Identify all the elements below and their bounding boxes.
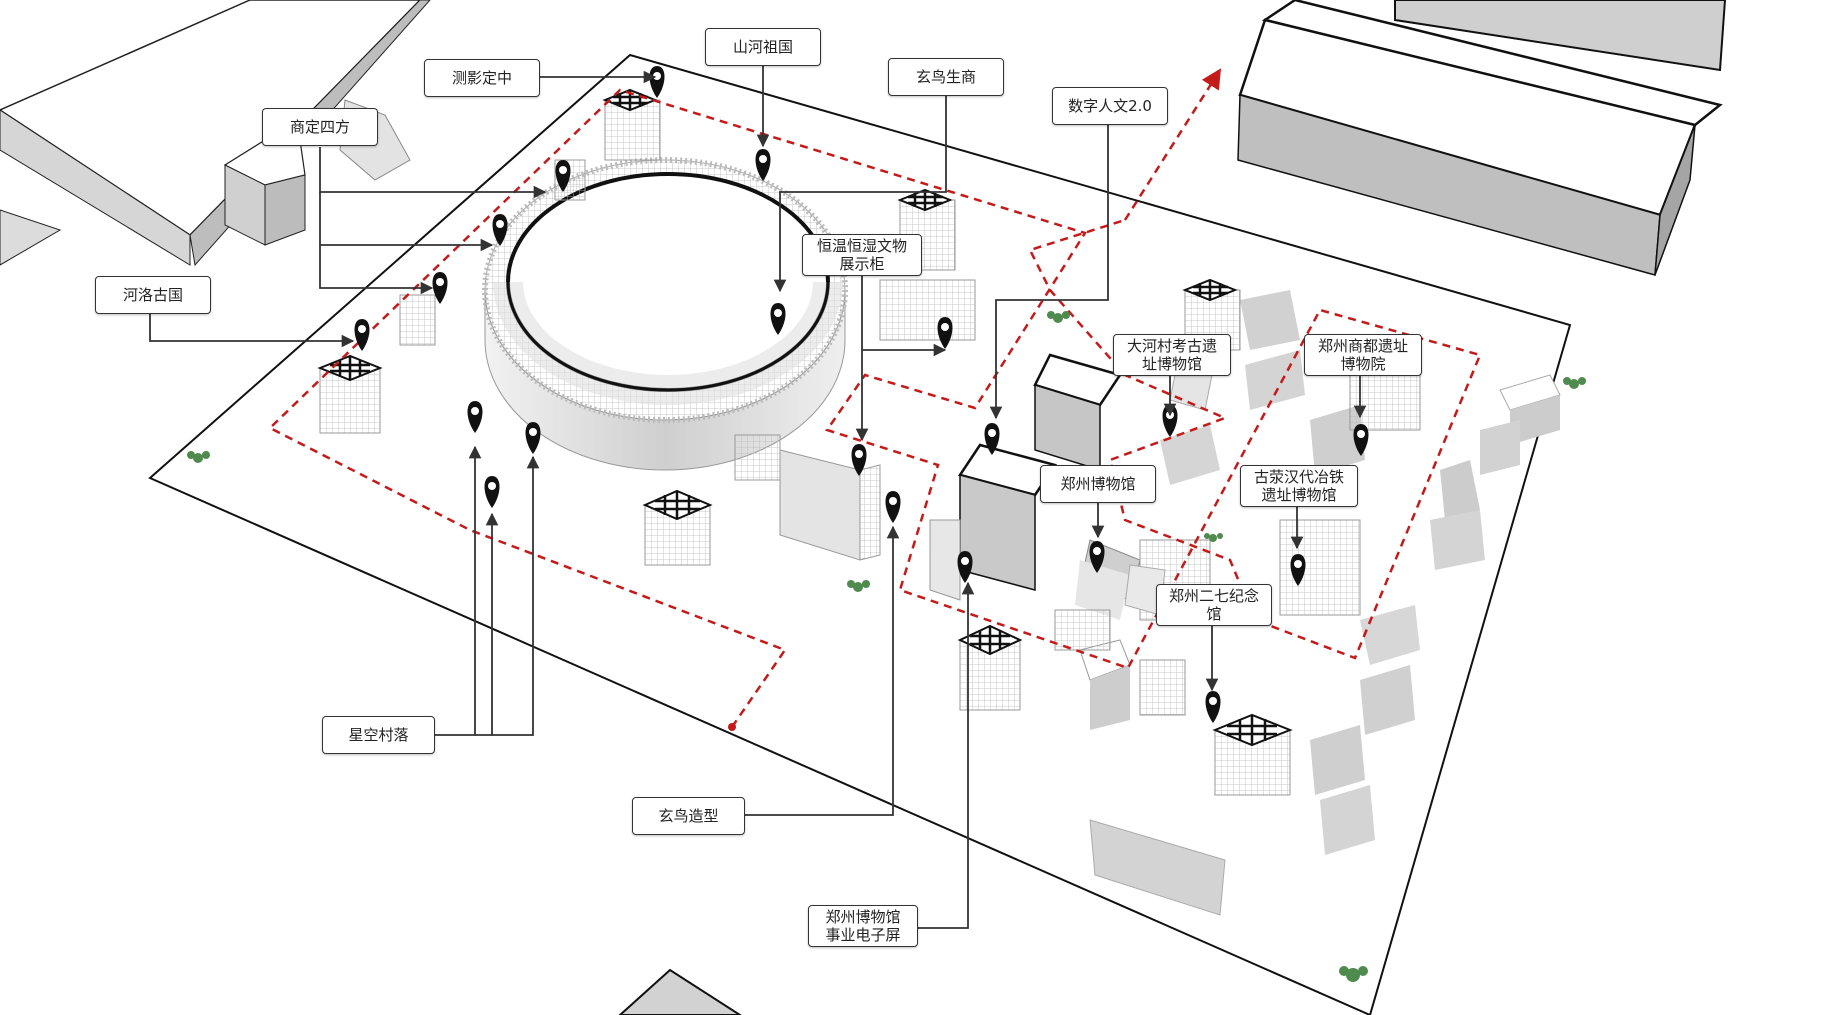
map-pin-icon [432,272,448,304]
label-zhengzhou-museum: 郑州博物馆 [1040,465,1156,503]
label-xingkong-cunluo: 星空村落 [322,716,435,754]
map-pin-icon [984,423,1000,455]
map-pin-icon [1089,541,1105,573]
map-pin-icon [1205,691,1221,723]
map-pin-icon [555,160,571,192]
label-hengwen-display: 恒温恒湿文物展示柜 [802,234,922,276]
map-pin-icon [937,317,953,349]
map-pin-icon [851,444,867,476]
label-dahecun-museum: 大河村考古遗址博物馆 [1113,334,1231,376]
label-ceying-dingzhong: 测影定中 [424,59,540,97]
map-pin-icon [957,551,973,583]
map-pin-icon [525,422,541,454]
map-pin-icon [770,303,786,335]
map-pin-icon [1290,554,1306,586]
ring-building [482,157,848,471]
tree-icons [187,311,1586,982]
map-pin-markers [354,66,1369,723]
route-start-dot [728,723,736,731]
label-shanhe-zuguo: 山河祖国 [705,28,821,66]
map-pin-icon [354,319,370,351]
map-pin-icon [467,401,483,433]
label-xuanniao-shengshang: 玄鸟生商 [888,58,1004,96]
map-pin-icon [755,149,771,181]
label-zhengzhou-screen: 郑州博物馆事业电子屏 [808,905,918,947]
label-shangding-sifang: 商定四方 [262,108,378,146]
label-xuanniao-zaoxing: 玄鸟造型 [632,797,745,835]
site-blocks [1075,290,1561,916]
label-shuzi-renwen: 数字人文2.0 [1052,87,1168,125]
map-pin-icon [484,476,500,508]
map-pin-icon [885,491,901,523]
context-buildings [0,0,1727,1015]
label-guxing-handai: 古荥汉代冶铁遗址博物馆 [1240,465,1358,507]
label-heluo-guguo: 河洛古国 [95,276,211,314]
visiting-route [267,68,1482,728]
label-zhengzhou-erqi: 郑州二七纪念馆 [1156,584,1272,626]
label-zhengzhou-shangdu: 郑州商都遗址博物院 [1304,334,1422,376]
map-pin-icon [492,214,508,246]
leader-lines [149,63,1367,929]
map-pin-icon [1353,424,1369,456]
